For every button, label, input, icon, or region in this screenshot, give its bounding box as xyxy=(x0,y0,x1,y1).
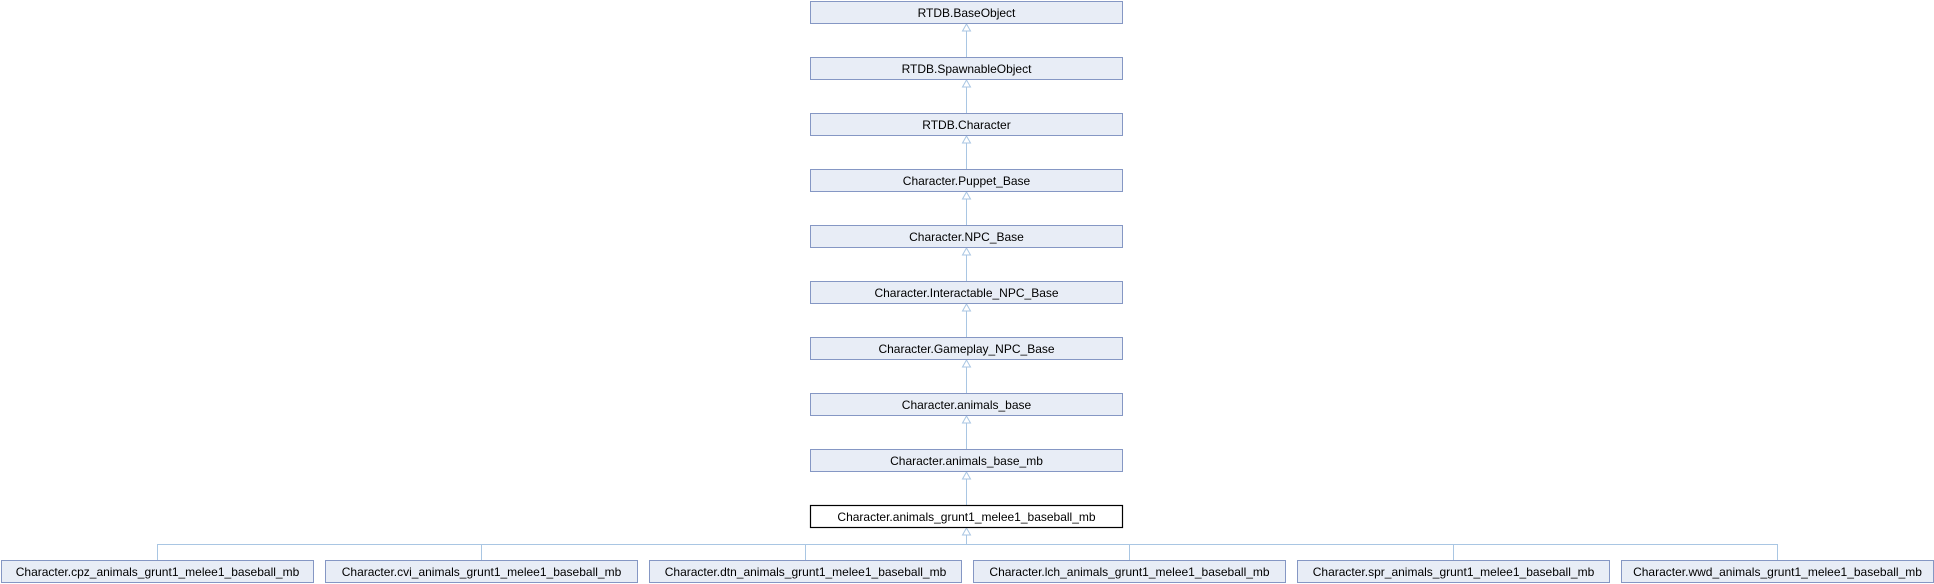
inheritance-arrow-icon xyxy=(961,78,972,88)
class-node-label: Character.animals_grunt1_melee1_baseball… xyxy=(837,510,1095,524)
edges-layer xyxy=(157,22,1778,560)
class-node-box xyxy=(810,113,1123,136)
class-node-character-cpz-animals-grunt1-melee1-baseball-mb[interactable]: Character.cpz_animals_grunt1_melee1_base… xyxy=(1,560,314,583)
inheritance-arrow-icon xyxy=(961,246,972,256)
class-node-label: Character.Interactable_NPC_Base xyxy=(874,286,1058,300)
class-node-box xyxy=(810,337,1123,360)
class-node-box xyxy=(325,560,638,583)
class-node-box xyxy=(810,449,1123,472)
class-node-box xyxy=(810,169,1123,192)
class-node-label: Character.cvi_animals_grunt1_melee1_base… xyxy=(342,565,622,579)
class-node-character-puppet-base[interactable]: Character.Puppet_Base xyxy=(810,169,1123,192)
class-node-box xyxy=(810,1,1123,24)
class-node-character-animals-base-mb[interactable]: Character.animals_base_mb xyxy=(810,449,1123,472)
class-node-label: RTDB.Character xyxy=(922,118,1010,132)
class-node-box xyxy=(810,225,1123,248)
inheritance-arrow-icon xyxy=(961,22,972,32)
class-node-box xyxy=(810,393,1123,416)
class-node-box xyxy=(1,560,314,583)
class-node-rtdb-baseobject[interactable]: RTDB.BaseObject xyxy=(810,1,1123,24)
class-node-label: RTDB.BaseObject xyxy=(918,6,1016,20)
class-node-label: Character.dtn_animals_grunt1_melee1_base… xyxy=(665,565,947,579)
class-node-label: Character.Puppet_Base xyxy=(903,174,1031,188)
inheritance-arrow-icon xyxy=(961,470,972,480)
class-node-character-interactable-npc-base[interactable]: Character.Interactable_NPC_Base xyxy=(810,281,1123,304)
class-node-label: Character.lch_animals_grunt1_melee1_base… xyxy=(989,565,1269,579)
inheritance-arrow-icon xyxy=(961,190,972,200)
class-node-character-spr-animals-grunt1-melee1-baseball-mb[interactable]: Character.spr_animals_grunt1_melee1_base… xyxy=(1297,560,1610,583)
class-node-label: Character.spr_animals_grunt1_melee1_base… xyxy=(1313,565,1595,579)
class-node-box xyxy=(810,57,1123,80)
class-node-character-animals-base[interactable]: Character.animals_base xyxy=(810,393,1123,416)
class-node-box xyxy=(649,560,962,583)
class-node-label: RTDB.SpawnableObject xyxy=(902,62,1033,76)
class-node-box xyxy=(973,560,1286,583)
class-node-character-gameplay-npc-base[interactable]: Character.Gameplay_NPC_Base xyxy=(810,337,1123,360)
inheritance-arrow-icon xyxy=(961,302,972,312)
inheritance-arrow-icon xyxy=(961,134,972,144)
class-node-character-animals-grunt1-melee1-baseball-mb[interactable]: Character.animals_grunt1_melee1_baseball… xyxy=(809,504,1124,529)
class-node-rtdb-spawnableobject[interactable]: RTDB.SpawnableObject xyxy=(810,57,1123,80)
class-node-label: Character.wwd_animals_grunt1_melee1_base… xyxy=(1633,565,1922,579)
class-node-label: Character.Gameplay_NPC_Base xyxy=(878,342,1054,356)
class-node-character-wwd-animals-grunt1-melee1-baseball-mb[interactable]: Character.wwd_animals_grunt1_melee1_base… xyxy=(1621,560,1934,583)
class-node-box xyxy=(809,504,1124,529)
class-node-character-npc-base[interactable]: Character.NPC_Base xyxy=(810,225,1123,248)
class-node-box xyxy=(810,281,1123,304)
class-node-box xyxy=(1297,560,1610,583)
inheritance-arrow-icon xyxy=(961,358,972,368)
class-node-label: Character.NPC_Base xyxy=(909,230,1024,244)
inheritance-arrow-icon xyxy=(961,526,972,536)
class-node-character-cvi-animals-grunt1-melee1-baseball-mb[interactable]: Character.cvi_animals_grunt1_melee1_base… xyxy=(325,560,638,583)
inheritance-arrow-icon xyxy=(961,414,972,424)
class-node-label: Character.animals_base xyxy=(902,398,1032,412)
class-node-label: Character.animals_base_mb xyxy=(890,454,1043,468)
class-node-character-lch-animals-grunt1-melee1-baseball-mb[interactable]: Character.lch_animals_grunt1_melee1_base… xyxy=(973,560,1286,583)
class-node-label: Character.cpz_animals_grunt1_melee1_base… xyxy=(16,565,300,579)
class-node-character-dtn-animals-grunt1-melee1-baseball-mb[interactable]: Character.dtn_animals_grunt1_melee1_base… xyxy=(649,560,962,583)
class-node-rtdb-character[interactable]: RTDB.Character xyxy=(810,113,1123,136)
